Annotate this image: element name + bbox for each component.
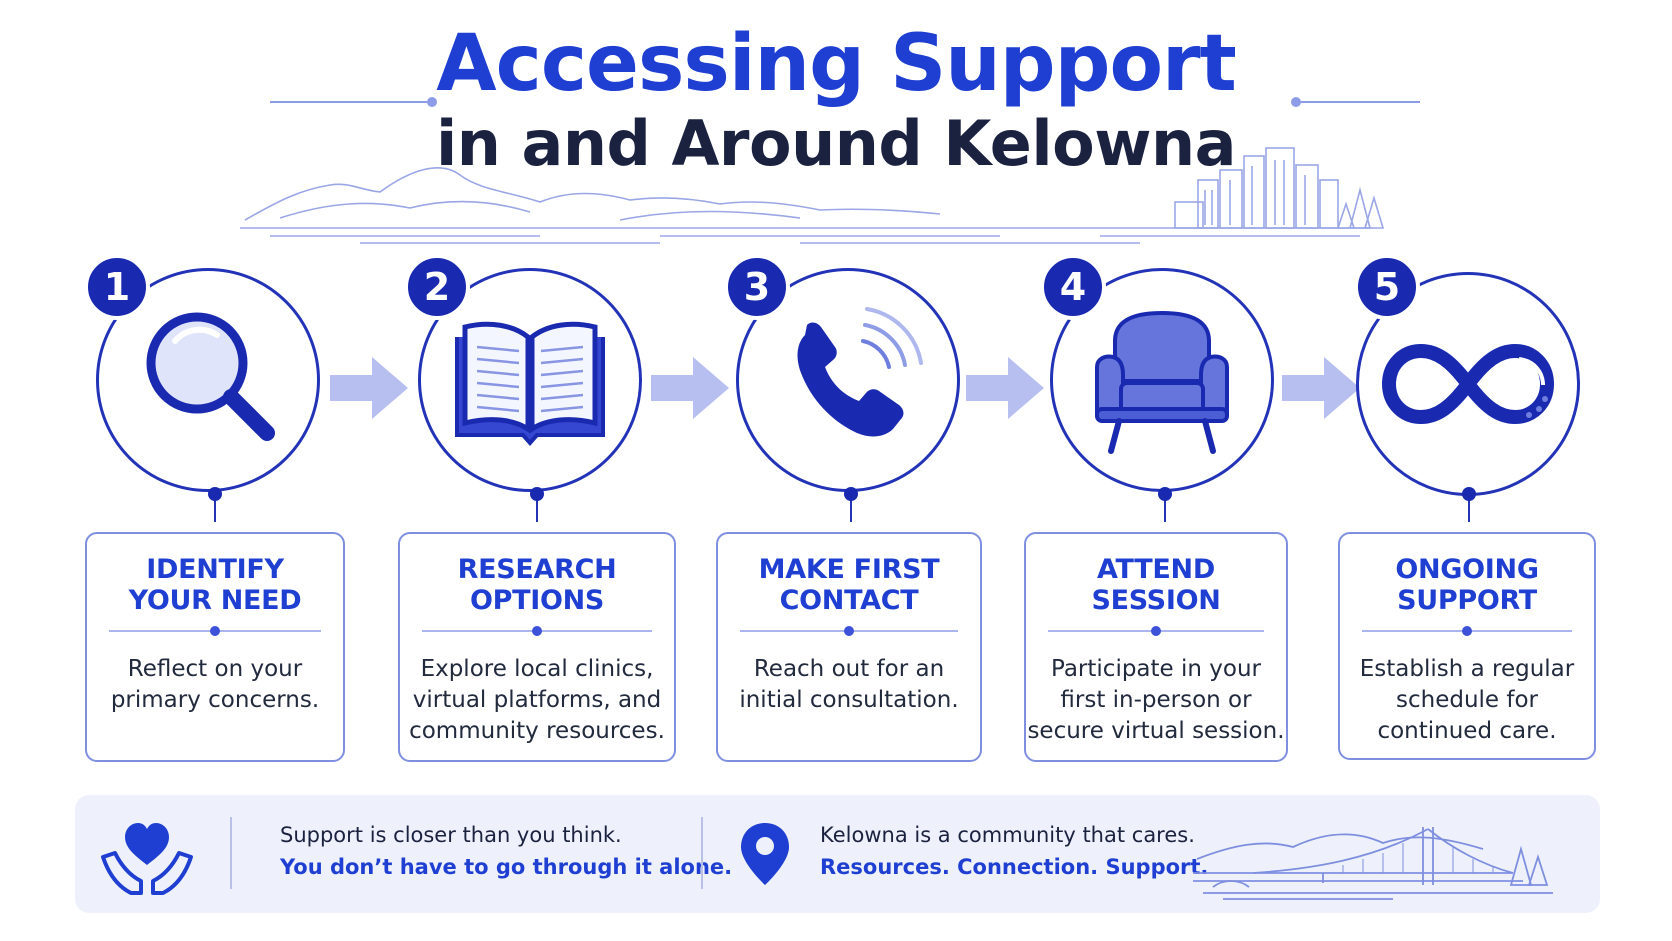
step-1-title-line1: IDENTIFY xyxy=(146,554,284,585)
step-2-number-badge: 2 xyxy=(404,254,470,320)
step-2-connector xyxy=(536,492,538,522)
armchair-icon xyxy=(1095,310,1229,454)
infinity-icon xyxy=(1381,343,1555,425)
step-research-options: 2 RESEARCH OPTIONS Explore local clinics… xyxy=(392,254,682,767)
step-ongoing-support: 5 ONGOING SUPPORT Establish a regular sc… xyxy=(1330,254,1620,767)
step-2-title-line1: RESEARCH xyxy=(457,554,617,585)
step-3-number-badge: 3 xyxy=(724,254,790,320)
title-rule-left xyxy=(270,101,430,103)
step-3-connector-dot xyxy=(844,487,858,501)
footer-left-line1: Support is closer than you think. xyxy=(280,823,622,847)
step-identify-need: 1 IDENTIFY YOUR NEED Reflect on your pri… xyxy=(70,254,360,767)
step-2-connector-dot xyxy=(530,487,544,501)
page-header: Accessing Support in and Around Kelowna xyxy=(0,18,1672,180)
magnifying-glass-icon xyxy=(146,312,275,441)
step-2-card: RESEARCH OPTIONS Explore local clinics, … xyxy=(398,532,676,762)
footer-right-message: Kelowna is a community that cares. Resou… xyxy=(820,819,1208,883)
title-rule-right-dot xyxy=(1291,97,1301,107)
step-attend-session: 4 ATTEND SESSION Participate in your fir… xyxy=(1020,254,1310,767)
phone-icon xyxy=(797,307,923,437)
step-1-connector-dot xyxy=(208,487,222,501)
footer-right-line2: Resources. Connection. Support. xyxy=(820,855,1209,879)
bridge-landscape-icon xyxy=(1193,827,1553,900)
page-subtitle: in and Around Kelowna xyxy=(436,107,1236,180)
page-title: Accessing Support xyxy=(436,19,1237,109)
step-2-title-line2: OPTIONS xyxy=(469,585,605,616)
step-1-number-badge: 1 xyxy=(84,254,150,320)
step-5-number-badge: 5 xyxy=(1354,254,1420,320)
location-pin-icon xyxy=(741,823,789,885)
title-rule-right xyxy=(1298,101,1420,103)
card-divider xyxy=(422,624,652,638)
step-5-connector xyxy=(1468,494,1470,522)
footer-divider xyxy=(701,817,703,889)
step-1-description: Reflect on your primary concerns. xyxy=(110,656,320,713)
kelowna-skyline-illustration xyxy=(240,147,1385,244)
card-divider xyxy=(740,624,958,638)
heart-hands-icon xyxy=(101,823,193,895)
step-1-circle xyxy=(96,268,320,492)
footer-divider xyxy=(230,817,232,889)
step-5-title-line2: SUPPORT xyxy=(1397,585,1537,616)
step-5-description: Establish a regular schedule for continu… xyxy=(1359,656,1575,744)
step-1-title-line2: YOUR NEED xyxy=(128,585,302,616)
step-4-card: ATTEND SESSION Participate in your first… xyxy=(1024,532,1288,762)
arrow-right-icon xyxy=(651,357,729,419)
footer-right-line1: Kelowna is a community that cares. xyxy=(820,823,1195,847)
step-3-card: MAKE FIRST CONTACT Reach out for an init… xyxy=(716,532,982,762)
card-divider xyxy=(1048,624,1264,638)
step-4-connector xyxy=(1164,492,1166,522)
step-4-title-line1: ATTEND xyxy=(1097,554,1215,585)
card-divider xyxy=(1362,624,1572,638)
step-make-first-contact: 3 MAKE FIRST CONTACT Reach out for an in… xyxy=(710,254,1000,767)
step-4-description: Participate in your first in-person or s… xyxy=(1027,656,1285,744)
step-3-title-line2: CONTACT xyxy=(779,585,919,616)
footer-banner: Support is closer than you think. You do… xyxy=(75,795,1600,913)
step-2-description: Explore local clinics, virtual platforms… xyxy=(409,656,665,744)
open-book-icon xyxy=(455,321,605,447)
arrow-right-icon xyxy=(966,357,1044,419)
step-3-connector xyxy=(850,492,852,522)
step-5-title-line1: ONGOING xyxy=(1395,554,1539,585)
footer-left-message: Support is closer than you think. You do… xyxy=(280,819,732,883)
step-1-connector xyxy=(214,492,216,522)
step-1-card: IDENTIFY YOUR NEED Reflect on your prima… xyxy=(85,532,345,762)
step-5-connector-dot xyxy=(1462,487,1476,501)
card-divider xyxy=(109,624,321,638)
step-3-title-line1: MAKE FIRST xyxy=(758,554,940,585)
step-4-connector-dot xyxy=(1158,487,1172,501)
arrow-right-icon xyxy=(330,357,408,419)
step-4-number-badge: 4 xyxy=(1040,254,1106,320)
arrow-right-icon xyxy=(1282,357,1360,419)
step-3-description: Reach out for an initial consultation. xyxy=(739,656,959,713)
footer-left-line2: You don’t have to go through it alone. xyxy=(280,855,733,879)
step-5-card: ONGOING SUPPORT Establish a regular sche… xyxy=(1338,532,1596,760)
step-4-title-line2: SESSION xyxy=(1091,585,1221,616)
title-rule-left-dot xyxy=(427,97,437,107)
